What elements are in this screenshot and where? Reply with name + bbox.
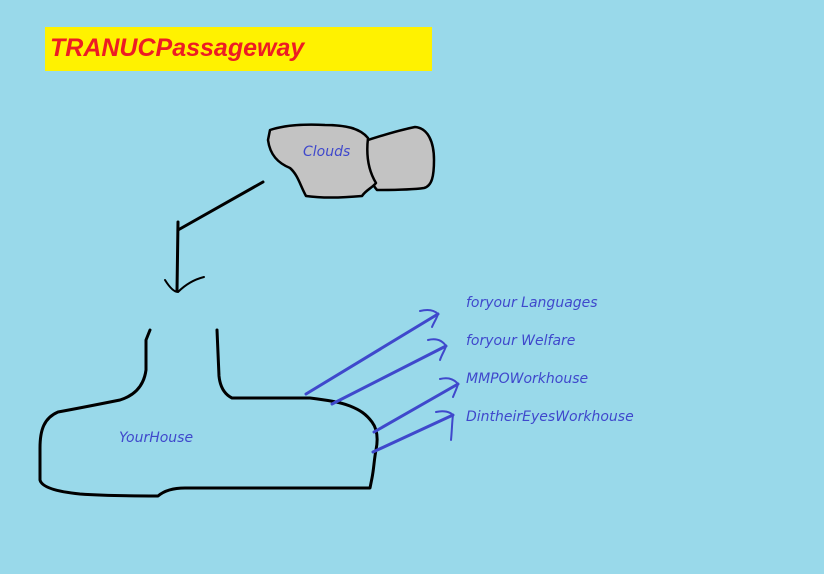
title-banner: TRANUCPassageway — [45, 27, 432, 71]
arrow-languages — [304, 312, 440, 396]
clouds-label: Clouds — [303, 144, 351, 160]
clouds-to-house-arrow — [164, 180, 265, 293]
arrow-welfare-head — [427, 338, 447, 361]
destination-label-welfare: foryour Welfare — [466, 333, 576, 349]
clouds-shape — [266, 123, 436, 199]
arrow-dintheireyes — [371, 413, 455, 454]
destination-label-mmpo: MMPOWorkhouse — [466, 371, 589, 387]
arrow-dintheireyes-head — [435, 410, 454, 441]
arrow-mmpo — [372, 382, 460, 434]
connector-arrowhead — [164, 276, 205, 293]
connector-diagonal — [176, 180, 265, 232]
destination-label-dintheireyes: DintheirEyesWorkhouse — [466, 409, 634, 425]
arrow-languages-head — [419, 309, 439, 328]
diagram-title: TRANUCPassageway — [50, 34, 305, 62]
cloud-right-lobe — [360, 125, 436, 192]
cloud-left-lobe — [266, 123, 378, 199]
arrow-mmpo-head — [439, 377, 459, 398]
arrow-welfare — [330, 344, 448, 406]
destination-arrows — [304, 309, 460, 454]
connector-vertical — [175, 220, 180, 293]
destination-label-languages: foryour Languages — [466, 295, 598, 311]
house-outline — [38, 328, 379, 498]
house-label: YourHouse — [119, 430, 194, 446]
